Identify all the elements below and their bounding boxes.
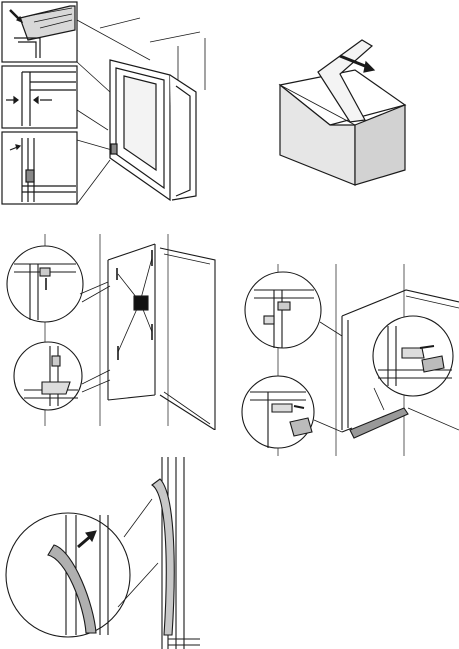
panel-seal-strip <box>0 455 200 649</box>
panel-door-bracket <box>238 260 459 460</box>
box-unwrap-tape-icon <box>270 30 420 190</box>
panel-cabinet-frame <box>0 0 230 210</box>
cabinet-frame-install-icon <box>0 0 230 210</box>
seal-strip-insert-icon <box>0 455 200 649</box>
door-bracket-install-icon <box>238 260 459 460</box>
panel-hinge-screws <box>0 230 230 430</box>
panel-box-tape <box>270 30 420 190</box>
hinge-screws-icon <box>0 230 230 430</box>
